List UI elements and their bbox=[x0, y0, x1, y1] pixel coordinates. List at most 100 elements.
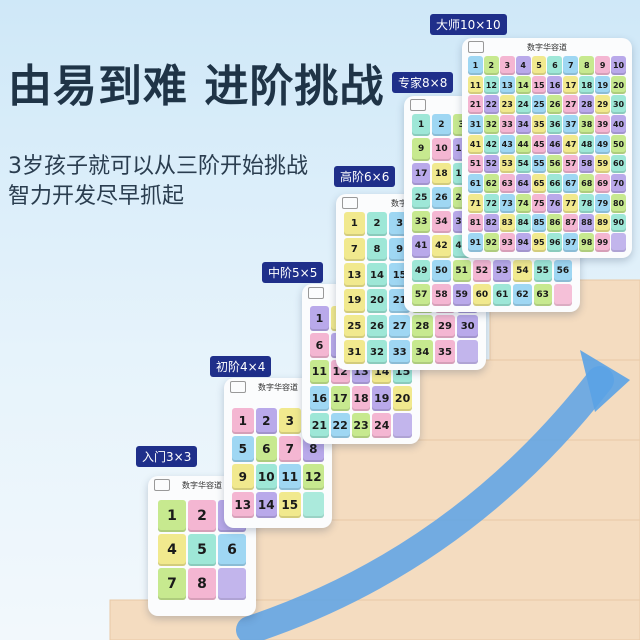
number-tile[interactable]: 86 bbox=[547, 213, 563, 233]
number-tile[interactable]: 11 bbox=[468, 75, 483, 95]
number-tile[interactable]: 76 bbox=[547, 193, 563, 213]
number-tile[interactable]: 60 bbox=[611, 154, 626, 174]
number-tile[interactable]: 18 bbox=[351, 386, 371, 412]
number-tile[interactable]: 34 bbox=[515, 115, 531, 134]
number-tile[interactable]: 12 bbox=[483, 75, 499, 95]
number-tile[interactable]: 77 bbox=[563, 193, 579, 213]
number-tile[interactable]: 56 bbox=[547, 154, 563, 174]
number-tile[interactable]: 51 bbox=[452, 259, 471, 282]
number-tile[interactable]: 6 bbox=[255, 436, 277, 462]
number-tile[interactable]: 15 bbox=[279, 492, 301, 518]
number-tile[interactable]: 9 bbox=[232, 464, 254, 490]
number-tile[interactable]: 7 bbox=[344, 237, 365, 262]
number-tile[interactable]: 49 bbox=[412, 259, 431, 282]
number-tile[interactable]: 47 bbox=[563, 134, 579, 154]
number-tile[interactable]: 32 bbox=[483, 115, 499, 134]
number-tile[interactable]: 74 bbox=[515, 193, 531, 213]
number-tile[interactable]: 15 bbox=[531, 75, 547, 95]
number-tile[interactable]: 65 bbox=[531, 174, 547, 193]
number-tile[interactable]: 28 bbox=[579, 95, 595, 115]
number-tile[interactable]: 13 bbox=[232, 492, 254, 518]
number-tile[interactable]: 26 bbox=[432, 186, 451, 209]
number-tile[interactable]: 2 bbox=[483, 56, 499, 75]
number-tile[interactable]: 64 bbox=[515, 174, 531, 193]
number-tile[interactable]: 55 bbox=[533, 259, 552, 282]
number-tile[interactable]: 24 bbox=[515, 95, 531, 115]
number-tile[interactable]: 42 bbox=[483, 134, 499, 154]
number-tile[interactable]: 34 bbox=[432, 211, 451, 234]
number-tile[interactable]: 29 bbox=[595, 95, 611, 115]
number-tile[interactable]: 1 bbox=[232, 408, 254, 434]
number-tile[interactable]: 95 bbox=[531, 233, 547, 252]
number-tile[interactable]: 2 bbox=[255, 408, 277, 434]
number-tile[interactable]: 10 bbox=[255, 464, 277, 490]
blank-tile[interactable] bbox=[393, 413, 412, 438]
number-tile[interactable]: 33 bbox=[499, 115, 515, 134]
number-tile[interactable]: 59 bbox=[452, 283, 471, 306]
number-tile[interactable]: 9 bbox=[412, 138, 431, 161]
number-tile[interactable]: 49 bbox=[595, 134, 611, 154]
number-tile[interactable]: 52 bbox=[483, 154, 499, 174]
number-tile[interactable]: 30 bbox=[457, 314, 478, 339]
number-tile[interactable]: 23 bbox=[351, 413, 371, 438]
number-tile[interactable]: 50 bbox=[611, 134, 626, 154]
number-tile[interactable]: 2 bbox=[432, 114, 451, 137]
number-tile[interactable]: 4 bbox=[158, 534, 186, 566]
number-tile[interactable]: 36 bbox=[547, 115, 563, 134]
number-tile[interactable]: 69 bbox=[595, 174, 611, 193]
number-tile[interactable]: 1 bbox=[310, 306, 329, 331]
number-tile[interactable]: 30 bbox=[611, 95, 626, 115]
number-tile[interactable]: 67 bbox=[563, 174, 579, 193]
number-tile[interactable]: 63 bbox=[499, 174, 515, 193]
number-tile[interactable]: 17 bbox=[563, 75, 579, 95]
number-tile[interactable]: 19 bbox=[344, 288, 365, 313]
number-tile[interactable]: 6 bbox=[218, 534, 246, 566]
number-tile[interactable]: 10 bbox=[611, 56, 626, 75]
number-tile[interactable]: 27 bbox=[563, 95, 579, 115]
number-tile[interactable]: 27 bbox=[389, 314, 410, 339]
number-tile[interactable]: 59 bbox=[595, 154, 611, 174]
number-tile[interactable]: 14 bbox=[255, 492, 277, 518]
number-tile[interactable]: 78 bbox=[579, 193, 595, 213]
number-tile[interactable]: 18 bbox=[432, 162, 451, 185]
number-tile[interactable]: 1 bbox=[344, 212, 365, 236]
number-tile[interactable]: 56 bbox=[553, 259, 572, 282]
number-tile[interactable]: 68 bbox=[579, 174, 595, 193]
number-tile[interactable]: 10 bbox=[432, 138, 451, 161]
number-tile[interactable]: 75 bbox=[531, 193, 547, 213]
number-tile[interactable]: 93 bbox=[499, 233, 515, 252]
number-tile[interactable]: 98 bbox=[579, 233, 595, 252]
number-tile[interactable]: 41 bbox=[412, 235, 431, 258]
number-tile[interactable]: 71 bbox=[468, 193, 483, 213]
number-tile[interactable]: 58 bbox=[432, 283, 451, 306]
number-tile[interactable]: 20 bbox=[393, 386, 412, 412]
number-tile[interactable]: 8 bbox=[188, 568, 216, 600]
number-tile[interactable]: 21 bbox=[468, 95, 483, 115]
number-tile[interactable]: 35 bbox=[434, 340, 456, 364]
number-tile[interactable]: 24 bbox=[372, 413, 392, 438]
number-tile[interactable]: 2 bbox=[366, 212, 388, 236]
number-tile[interactable]: 40 bbox=[611, 115, 626, 134]
number-tile[interactable]: 5 bbox=[232, 436, 254, 462]
number-tile[interactable]: 5 bbox=[188, 534, 216, 566]
number-tile[interactable]: 20 bbox=[366, 288, 388, 313]
number-tile[interactable]: 61 bbox=[493, 283, 512, 306]
number-tile[interactable]: 57 bbox=[563, 154, 579, 174]
number-tile[interactable]: 37 bbox=[563, 115, 579, 134]
number-tile[interactable]: 13 bbox=[499, 75, 515, 95]
number-tile[interactable]: 17 bbox=[412, 162, 431, 185]
number-tile[interactable]: 82 bbox=[483, 213, 499, 233]
number-tile[interactable]: 23 bbox=[499, 95, 515, 115]
number-tile[interactable]: 99 bbox=[595, 233, 611, 252]
number-tile[interactable]: 25 bbox=[531, 95, 547, 115]
number-tile[interactable]: 19 bbox=[595, 75, 611, 95]
number-tile[interactable]: 33 bbox=[412, 211, 431, 234]
number-tile[interactable]: 8 bbox=[366, 237, 388, 262]
number-tile[interactable]: 58 bbox=[579, 154, 595, 174]
number-tile[interactable]: 5 bbox=[531, 56, 547, 75]
number-tile[interactable]: 70 bbox=[611, 174, 626, 193]
number-tile[interactable]: 51 bbox=[468, 154, 483, 174]
number-tile[interactable]: 81 bbox=[468, 213, 483, 233]
number-tile[interactable]: 53 bbox=[499, 154, 515, 174]
number-tile[interactable]: 7 bbox=[158, 568, 186, 600]
